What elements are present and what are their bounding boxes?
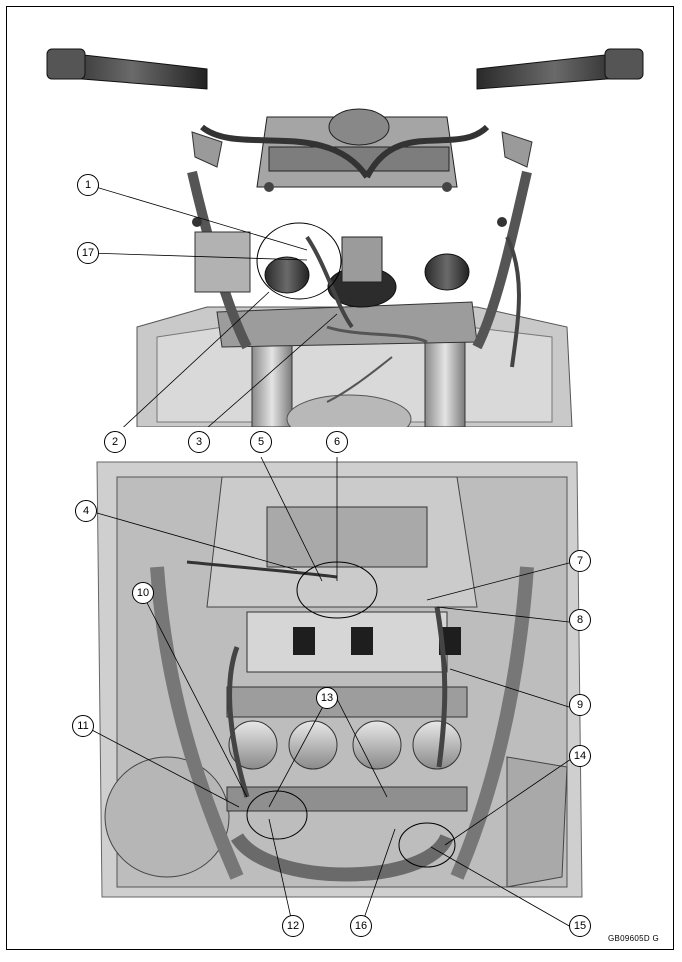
callout-13: 13 — [316, 687, 338, 709]
callout-4: 4 — [75, 500, 97, 522]
callout-2: 2 — [104, 431, 126, 453]
callout-9: 9 — [569, 694, 591, 716]
callout-7: 7 — [569, 550, 591, 572]
callout-1: 1 — [77, 174, 99, 196]
callout-15: 15 — [569, 915, 591, 937]
callout-11: 11 — [72, 715, 94, 737]
callout-16: 16 — [350, 915, 372, 937]
callout-10: 10 — [132, 582, 154, 604]
upper-engine-illustration — [46, 48, 644, 427]
callout-14: 14 — [569, 745, 591, 767]
callout-8: 8 — [569, 609, 591, 631]
callout-3: 3 — [188, 431, 210, 453]
callout-5: 5 — [250, 431, 272, 453]
callout-12: 12 — [282, 915, 304, 937]
callout-6: 6 — [326, 431, 348, 453]
callout-17: 17 — [77, 242, 99, 264]
figure-code: GB09605D G — [607, 934, 659, 943]
figure-frame: 1 17 2 3 5 6 4 7 10 8 13 9 11 14 12 16 1… — [6, 6, 674, 950]
lower-engine-illustration — [89, 456, 583, 928]
